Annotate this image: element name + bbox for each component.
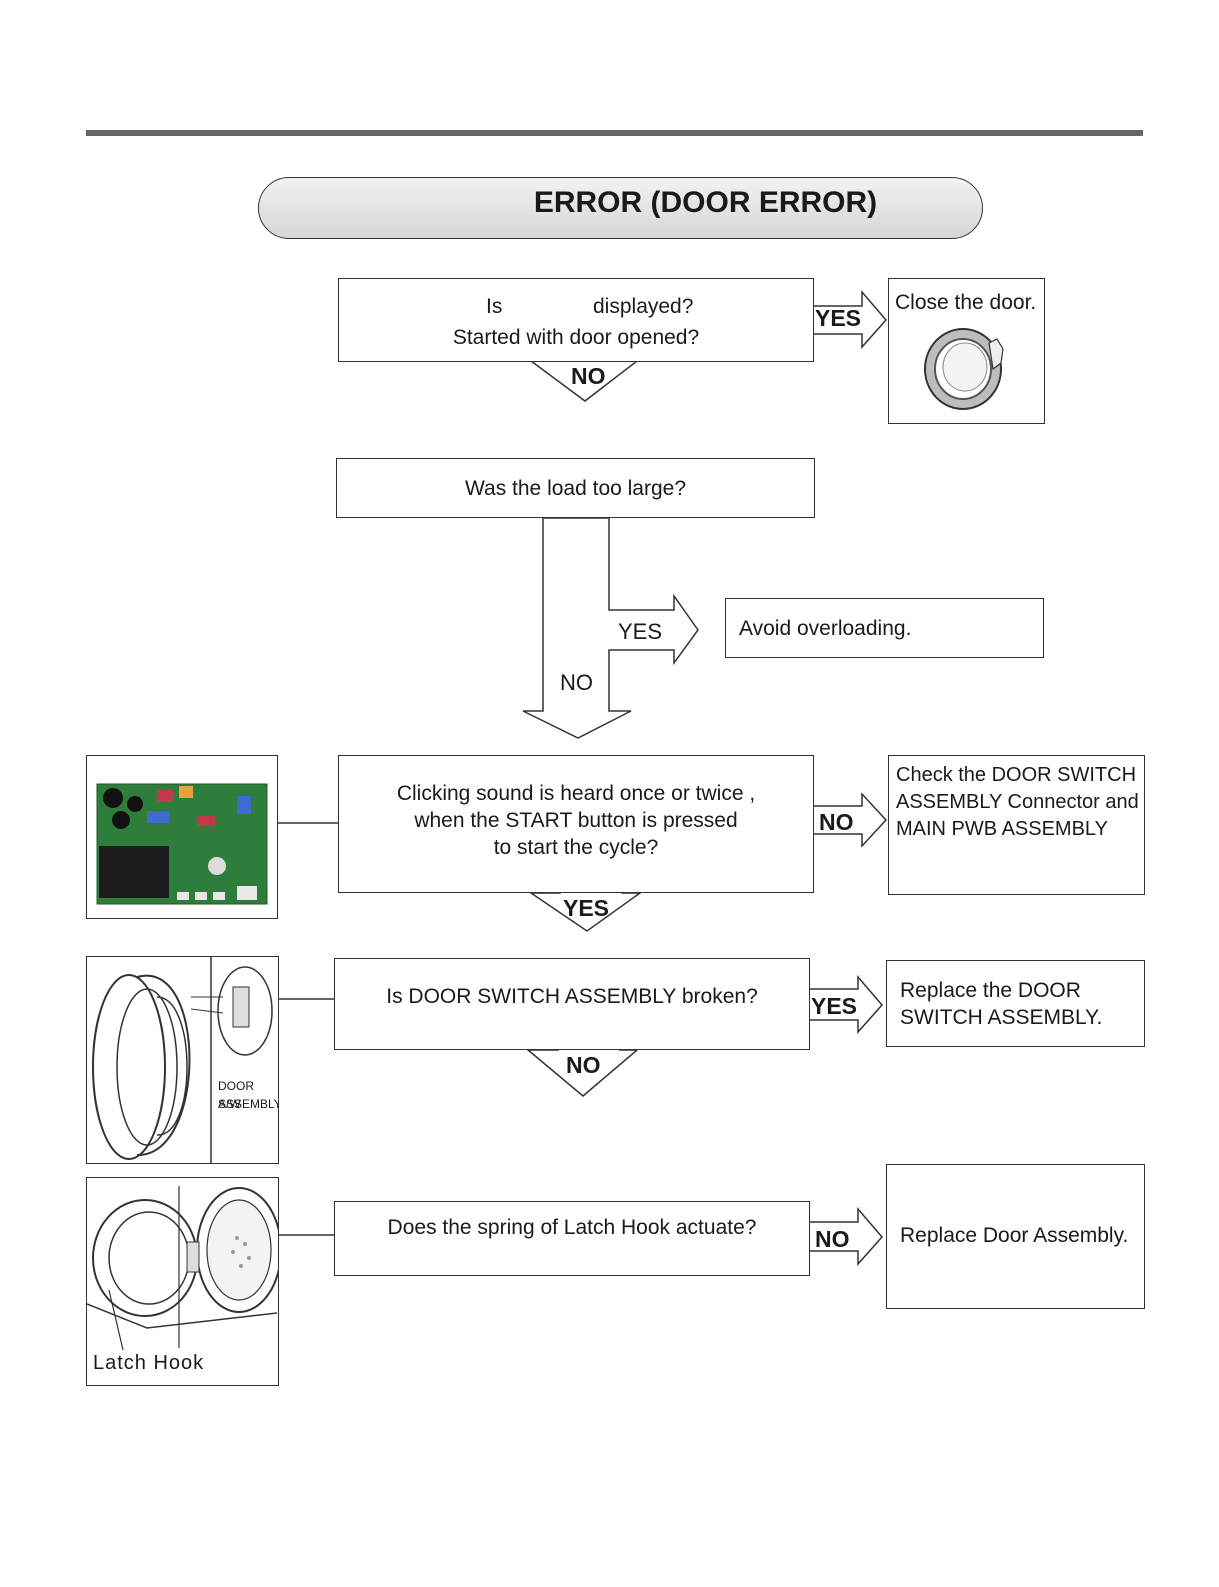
question-text-started-open: Started with door opened? xyxy=(452,326,700,349)
title-banner: ERROR (DOOR ERROR) xyxy=(258,177,983,239)
question-text-line3: to start the cycle? xyxy=(493,836,659,859)
step1-yes-label: YES xyxy=(815,305,862,331)
step2-no-label: NO xyxy=(560,670,593,695)
question-box-clicking-sound: Clicking sound is heard once or twice , … xyxy=(338,755,814,893)
action-text-avoid-overloading: Avoid overloading. xyxy=(739,617,912,640)
door-ring-icon xyxy=(924,328,1004,410)
question-text-load-large: Was the load too large? xyxy=(464,477,687,500)
action-text-line1: Check the DOOR SWITCH xyxy=(896,764,1137,786)
question-box-door-display: Is displayed? Started with door opened? xyxy=(338,278,814,362)
question-box-switch-broken: Is DOOR SWITCH ASSEMBLY broken? xyxy=(334,958,810,1050)
arrow-step4-yes xyxy=(808,974,883,1034)
action-box-avoid-overloading: Avoid overloading. xyxy=(725,598,1044,658)
door-sw-caption-line1: DOOR S/W xyxy=(218,1079,254,1111)
question-text-line2: when the START button is pressed xyxy=(414,809,738,832)
step4-yes-label: YES xyxy=(811,993,858,1019)
header-rule xyxy=(86,130,1143,136)
action-text-line2: ASSEMBLY Connector and xyxy=(896,791,1139,813)
action-text-line3: MAIN PWB ASSEMBLY xyxy=(896,818,1108,840)
question-text-is: Is xyxy=(486,295,503,318)
main-pcb-image xyxy=(86,755,278,919)
step4-no-label: NO xyxy=(566,1052,601,1078)
question-box-load-large: Was the load too large? xyxy=(336,458,815,518)
action-text-close-door: Close the door. xyxy=(895,291,1037,314)
arrow-step5-no xyxy=(808,1206,883,1266)
door-switch-illustration xyxy=(92,957,273,1163)
question-box-latch-hook: Does the spring of Latch Hook actuate? xyxy=(334,1201,810,1276)
action-box-close-door: Close the door. xyxy=(888,278,1045,424)
latch-hook-image: Latch Hook xyxy=(86,1177,279,1386)
step3-yes-label: YES xyxy=(563,895,610,921)
step3-no-label: NO xyxy=(819,809,854,835)
arrow-step1-yes xyxy=(812,289,887,349)
door-switch-image: DOOR S/W ASSEMBLY xyxy=(86,956,279,1164)
arrow-step2-yes xyxy=(522,517,699,739)
action-text-replace-door: Replace Door Assembly. xyxy=(900,1224,1129,1247)
action-text-replace-line2: SWITCH ASSEMBLY. xyxy=(900,1006,1103,1029)
action-text-replace-line1: Replace the DOOR xyxy=(900,979,1081,1002)
page-title: ERROR (DOOR ERROR) xyxy=(533,186,878,219)
question-text-displayed: displayed? xyxy=(593,295,694,318)
step2-yes-label: YES xyxy=(618,619,663,644)
pcb-illustration xyxy=(96,783,268,905)
door-sw-caption-line2: ASSEMBLY xyxy=(218,1097,279,1111)
action-box-check-connector: Check the DOOR SWITCH ASSEMBLY Connector… xyxy=(888,755,1145,895)
action-box-replace-door: Replace Door Assembly. xyxy=(886,1164,1145,1309)
question-text-line1: Clicking sound is heard once or twice , xyxy=(396,782,756,805)
step5-no-label: NO xyxy=(815,1226,850,1252)
latch-hook-illustration xyxy=(87,1186,278,1351)
question-text-switch-broken: Is DOOR SWITCH ASSEMBLY broken? xyxy=(386,985,758,1008)
question-text-latch-hook: Does the spring of Latch Hook actuate? xyxy=(387,1216,757,1239)
arrow-step3-no xyxy=(812,792,888,848)
action-box-replace-switch: Replace the DOOR SWITCH ASSEMBLY. xyxy=(886,960,1145,1047)
step1-no-label: NO xyxy=(571,363,606,389)
latch-hook-caption: Latch Hook xyxy=(93,1352,205,1374)
